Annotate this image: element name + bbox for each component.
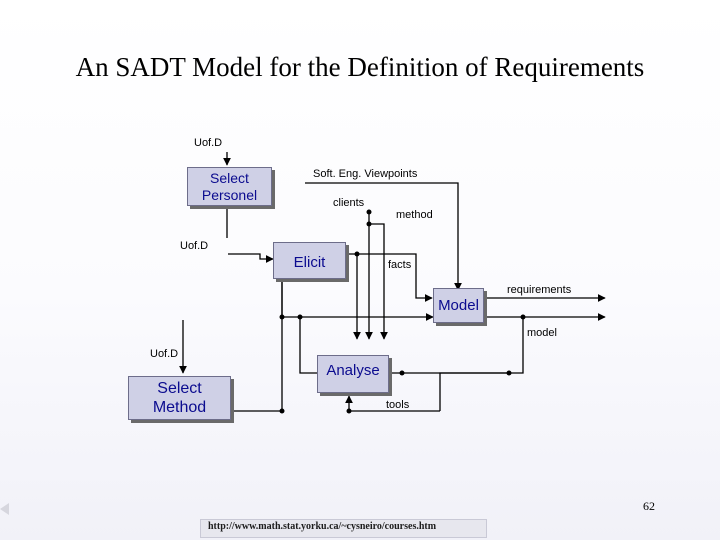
uofd-to-elicit-arrow xyxy=(228,253,274,263)
tools-label: tools xyxy=(386,399,410,411)
page-number: 62 xyxy=(643,499,655,513)
junction-loop xyxy=(297,314,303,320)
footer-url-link[interactable]: http://www.math.stat.yorku.ca/~cysneiro/… xyxy=(208,521,437,532)
slide-title: An SADT Model for the Definition of Requ… xyxy=(75,52,645,82)
select-personel-box: Select Personel xyxy=(187,167,272,206)
junction-method xyxy=(366,221,372,227)
analyse-box: Analyse xyxy=(317,355,389,393)
select-personel-line1: Select xyxy=(210,169,249,186)
facts-arrow xyxy=(346,253,433,302)
clients-label: clients xyxy=(333,197,365,209)
junction-analyse-model xyxy=(506,370,512,376)
previous-slide-arrow-icon[interactable] xyxy=(0,503,9,515)
select-method-line2: Method xyxy=(152,399,207,416)
select-personel-line2: Personel xyxy=(201,186,258,203)
requirements-label: requirements xyxy=(507,284,572,296)
footer-bar xyxy=(200,519,487,538)
elicit-box: Elicit xyxy=(273,242,346,279)
model-box: Model xyxy=(433,288,484,323)
junction-model xyxy=(520,314,526,320)
junction-elicit-control xyxy=(279,314,285,320)
soft-eng-viewpoints-label: Soft. Eng. Viewpoints xyxy=(313,168,418,180)
junction-facts xyxy=(354,251,360,257)
junction-tools xyxy=(346,408,352,414)
facts-label: facts xyxy=(388,259,412,271)
select-method-line1: Select xyxy=(157,379,202,397)
uofd-top-label: Uof.D xyxy=(194,137,223,149)
model-output-label: model xyxy=(527,327,557,339)
select-method-box: Select Method xyxy=(128,376,231,420)
uofd-bottom-label: Uof.D xyxy=(150,348,179,360)
uofd-mid-label: Uof.D xyxy=(180,240,209,252)
method-label: method xyxy=(396,209,433,221)
junction-analyse-out xyxy=(399,370,405,376)
model-label: Model xyxy=(438,296,479,314)
method-arrow xyxy=(369,223,388,340)
viewpoints-arrow xyxy=(305,182,462,291)
junction-method-out xyxy=(279,408,285,414)
elicit-label: Elicit xyxy=(293,254,326,271)
analyse-label: Analyse xyxy=(326,362,380,379)
junction-clients xyxy=(366,209,372,215)
